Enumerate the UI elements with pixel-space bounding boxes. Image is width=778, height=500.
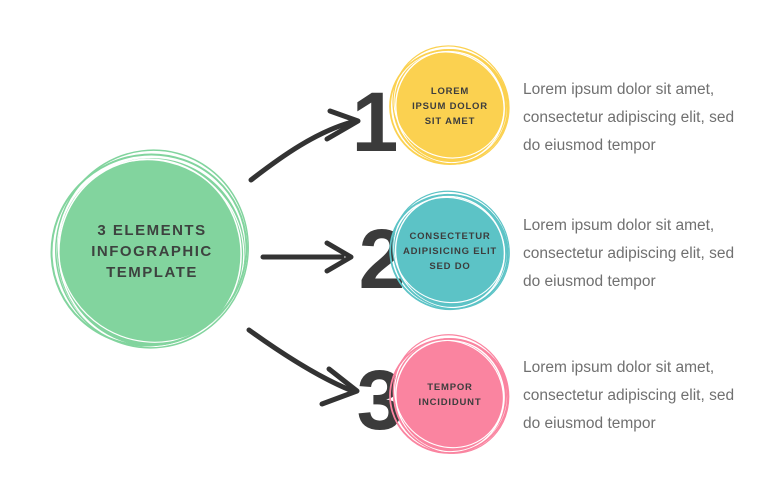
main-title: 3 ELEMENTS INFOGRAPHIC TEMPLATE [62, 220, 242, 283]
item2-label-line: CONSECTETUR [409, 231, 491, 242]
item3-desc-line: consectetur adipiscing elit, sed [523, 387, 735, 404]
item1-desc-line: do eiusmod tempor [523, 137, 656, 154]
item2-circle-icon [389, 190, 510, 311]
item1-label: LOREM IPSUM DOLOR SIT AMET [390, 84, 510, 129]
item2-label-line: ADIPISICING ELIT [402, 246, 498, 257]
item2-desc-line: consectetur adipiscing elit, sed [523, 245, 735, 262]
item3-label-line: INCIDIDUNT [418, 397, 482, 408]
item2-desc-line: do eiusmod tempor [523, 273, 656, 290]
item3-desc-line: Lorem ipsum dolor sit amet, [523, 359, 715, 376]
item1-circle-icon [389, 45, 510, 165]
main-circle-icon [50, 149, 249, 349]
item3-description: Lorem ipsum dolor sit amet, consectetur … [523, 354, 773, 438]
item2-label-line: SED DO [429, 261, 471, 272]
item2-desc-line: Lorem ipsum dolor sit amet, [523, 217, 715, 234]
item2-label: CONSECTETUR ADIPISICING ELIT SED DO [390, 229, 510, 274]
item3-circle-icon [389, 334, 510, 454]
item2-description: Lorem ipsum dolor sit amet, consectetur … [523, 212, 773, 296]
item1-label-line: SIT AMET [424, 116, 476, 127]
main-title-line: TEMPLATE [106, 264, 198, 281]
item1-label-line: IPSUM DOLOR [412, 101, 488, 112]
item1-description: Lorem ipsum dolor sit amet, consectetur … [523, 76, 773, 160]
item3-label: TEMPOR INCIDIDUNT [390, 380, 510, 410]
main-title-line: 3 ELEMENTS [97, 222, 207, 239]
item1-desc-line: consectetur adipiscing elit, sed [523, 109, 735, 126]
main-title-line: INFOGRAPHIC [91, 243, 213, 260]
item3-desc-line: do eiusmod tempor [523, 415, 656, 432]
item1-label-line: LOREM [430, 86, 470, 97]
item1-desc-line: Lorem ipsum dolor sit amet, [523, 81, 715, 98]
item3-label-line: TEMPOR [427, 382, 473, 393]
